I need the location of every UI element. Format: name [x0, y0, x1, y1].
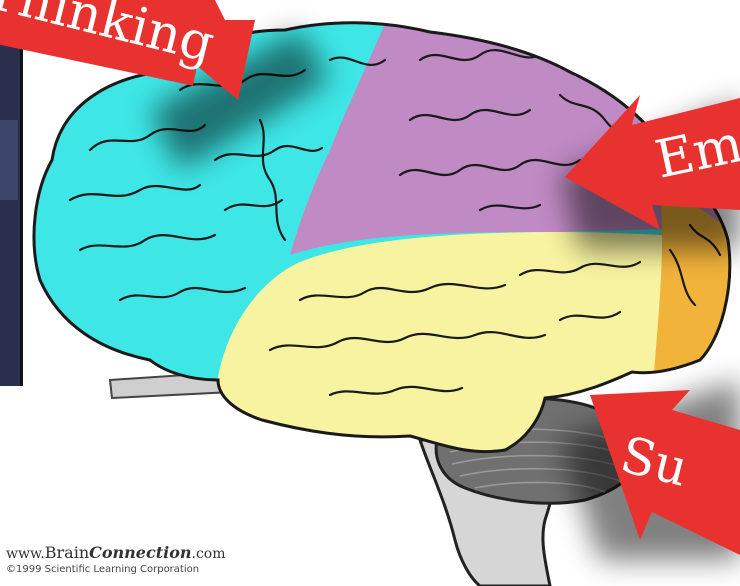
- credit-url-prefix: www.: [6, 546, 45, 562]
- copyright-notice: ©1999 Scientific Learning Corporation: [6, 564, 199, 575]
- credit-url-brand: Brain: [45, 543, 89, 562]
- credit-url-suffix: .com: [192, 546, 226, 562]
- credit-url-brand-italic: Connection: [89, 543, 191, 562]
- credit-url: www.BrainConnection.com: [6, 543, 226, 562]
- photo-strip-highlight: [0, 120, 18, 200]
- photo-strip-border: [20, 0, 23, 386]
